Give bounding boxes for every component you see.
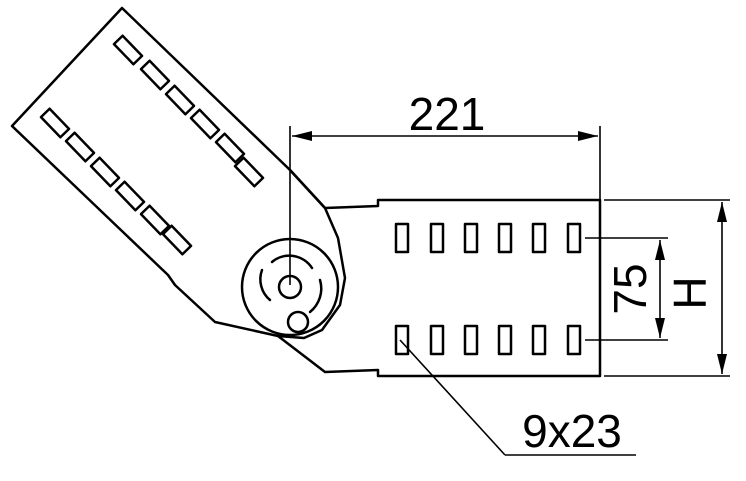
slot-spacing-label: 75 <box>604 263 656 314</box>
slot-upper-2 <box>429 222 445 254</box>
angled-slot-upper-4 <box>189 108 221 140</box>
straight-tray-section <box>276 168 602 378</box>
height-label: H <box>664 276 716 309</box>
arc-slot-top <box>270 254 314 270</box>
slot-upper-4 <box>497 222 513 254</box>
angled-slot-upper-6 <box>233 156 265 188</box>
slot-size-callout: 9x23 <box>399 339 636 457</box>
slot-lower-2 <box>429 324 445 356</box>
height-dimension: H <box>604 199 730 377</box>
arc-slot-left <box>259 268 272 302</box>
angled-slot-lower-1 <box>39 107 71 139</box>
slot-lower-5 <box>531 324 547 356</box>
width-dimension: 221 <box>289 88 601 285</box>
angled-tray-section <box>10 6 347 340</box>
slot-size-label: 9x23 <box>522 405 622 457</box>
angled-slot-lower-4 <box>114 180 146 212</box>
angled-slot-upper-5 <box>214 132 246 164</box>
angled-slot-lower-3 <box>89 156 121 188</box>
angled-tray-slots <box>39 34 265 256</box>
slot-upper-5 <box>531 222 547 254</box>
slot-lower-3 <box>463 324 479 356</box>
arc-slot-right <box>308 278 323 314</box>
width-label: 221 <box>409 88 486 140</box>
straight-tray-outline <box>276 168 602 378</box>
angled-slot-upper-1 <box>112 34 144 66</box>
angled-slot-lower-5 <box>139 204 171 236</box>
slot-upper-3 <box>463 222 479 254</box>
slot-spacing-dimension: 75 <box>585 237 668 341</box>
lock-hole <box>286 310 310 334</box>
angled-slot-lower-2 <box>64 131 96 163</box>
straight-tray-slots <box>394 222 582 356</box>
slot-lower-1 <box>394 324 410 356</box>
angled-tray-outline <box>10 6 347 340</box>
angled-slot-upper-3 <box>164 84 196 116</box>
angled-slot-lower-6 <box>161 224 193 256</box>
slot-upper-1 <box>394 222 410 254</box>
leader-line <box>399 339 506 456</box>
slot-upper-6 <box>566 222 582 254</box>
slot-lower-4 <box>497 324 513 356</box>
angled-slot-upper-2 <box>139 59 171 91</box>
slot-lower-6 <box>566 324 582 356</box>
